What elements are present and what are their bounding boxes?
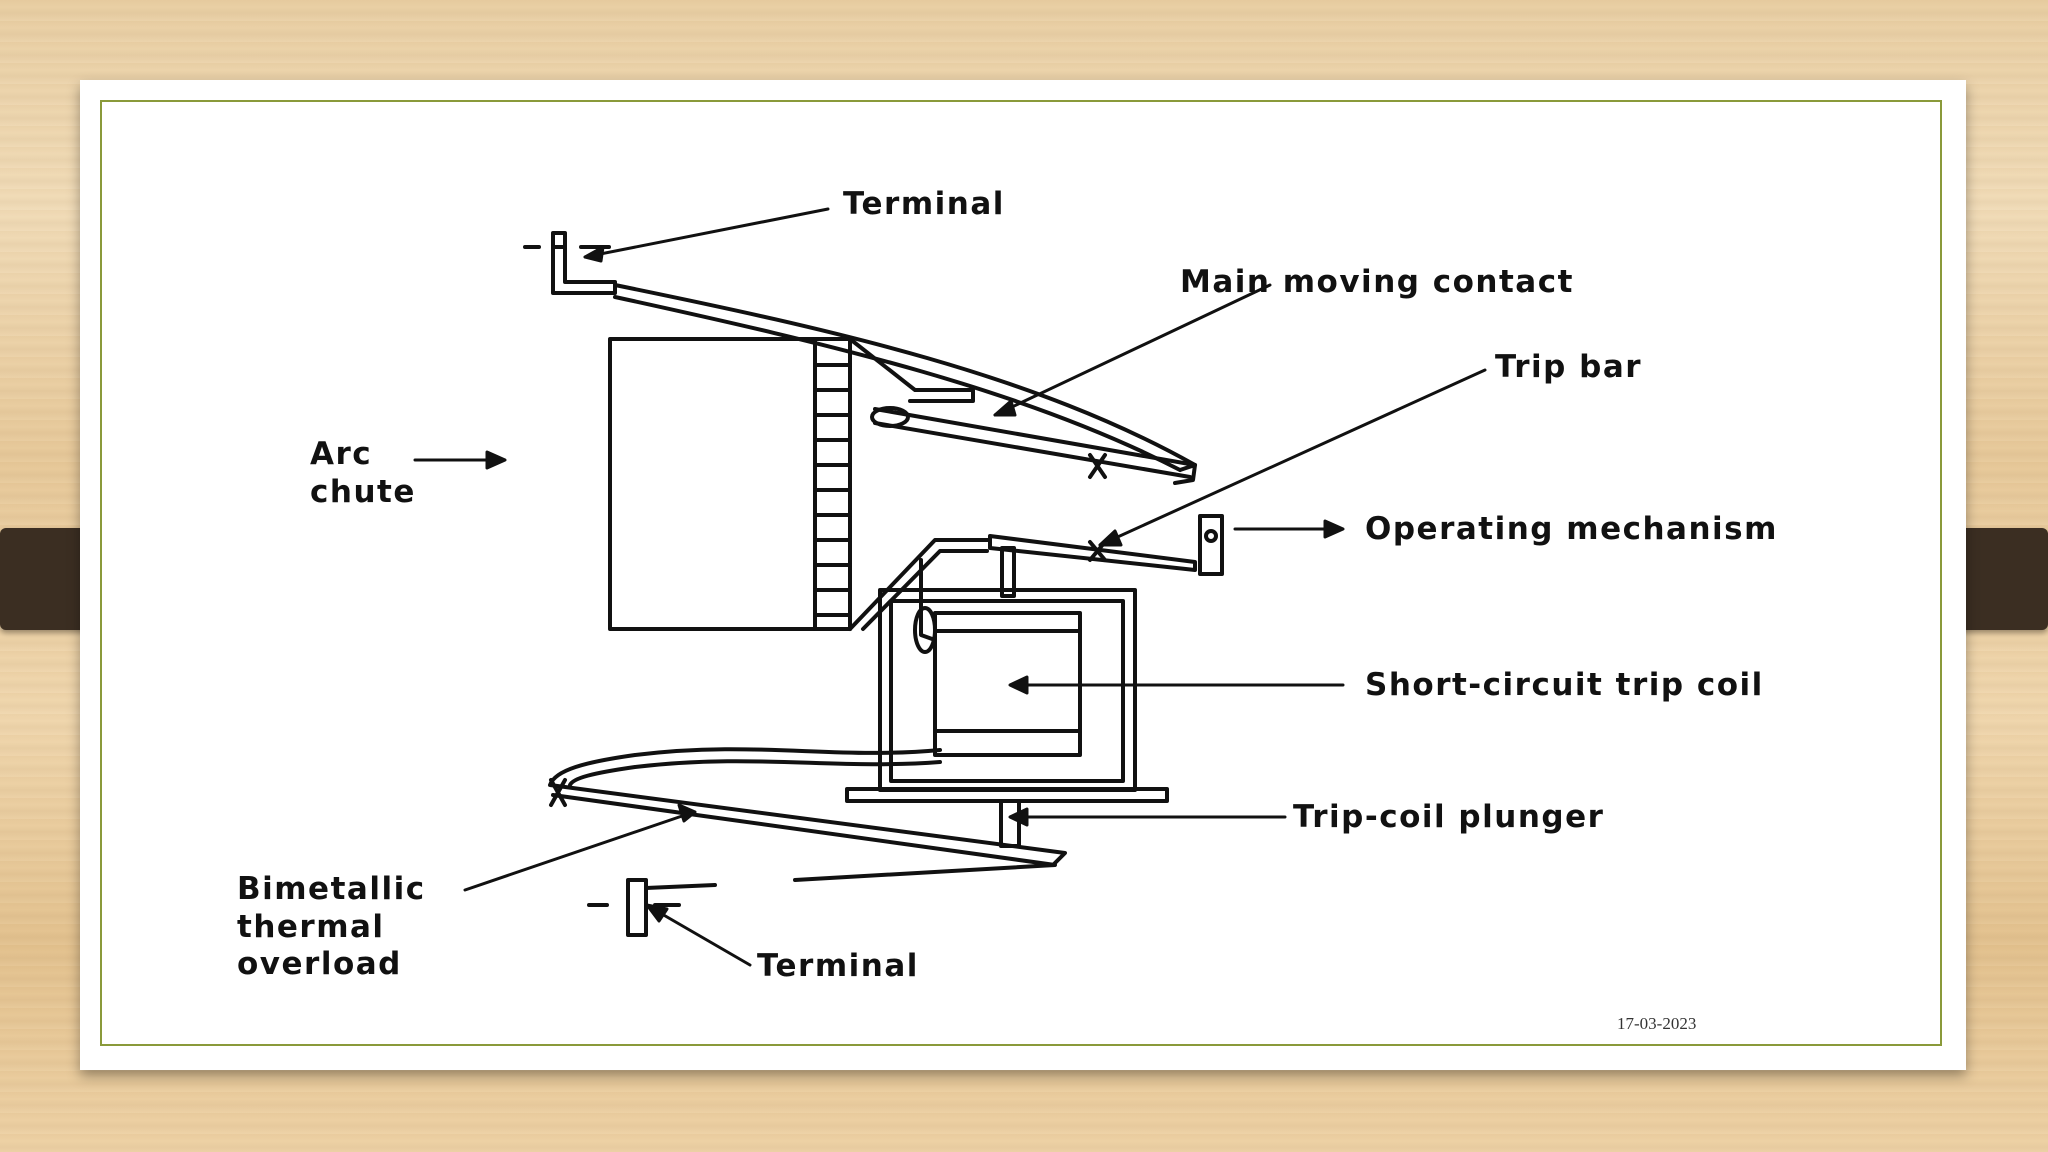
moving-contact-bar: [870, 406, 1197, 479]
main-contact-arm: [613, 283, 1197, 485]
label-chute: chute: [310, 474, 416, 510]
label-short-circuit-trip-coil: Short-circuit trip coil: [1365, 667, 1764, 703]
circuit-breaker-diagram: Terminal Main moving contact Trip bar Ar…: [235, 165, 1863, 999]
bottom-terminal-shape: [587, 878, 717, 937]
label-bimetallic: Bimetallic: [237, 871, 426, 907]
slide-date: 17-03-2023: [1617, 1014, 1697, 1033]
arc-chute-shape: [608, 337, 992, 631]
label-overload: overload: [237, 946, 402, 982]
label-main-moving-contact: Main moving contact: [1180, 264, 1574, 300]
bimetallic-strip-shape: [548, 747, 1067, 882]
slide-inner-border: [100, 100, 1942, 1046]
label-arc: Arc: [310, 436, 373, 472]
trip-coil-shape: [845, 558, 1169, 848]
trip-bar-shape: [988, 514, 1224, 598]
label-operating-mechanism: Operating mechanism: [1365, 511, 1778, 547]
label-thermal: thermal: [237, 909, 385, 945]
slide-card: Terminal Main moving contact Trip bar Ar…: [80, 80, 1966, 1070]
label-terminal-bottom: Terminal: [757, 948, 919, 984]
diagram-drawing: [413, 207, 1487, 967]
label-trip-bar: Trip bar: [1495, 349, 1643, 385]
leader-lines: [413, 207, 1487, 967]
label-trip-coil-plunger: Trip-coil plunger: [1293, 799, 1605, 835]
top-terminal-shape: [523, 231, 617, 295]
label-terminal-top: Terminal: [843, 186, 1005, 222]
